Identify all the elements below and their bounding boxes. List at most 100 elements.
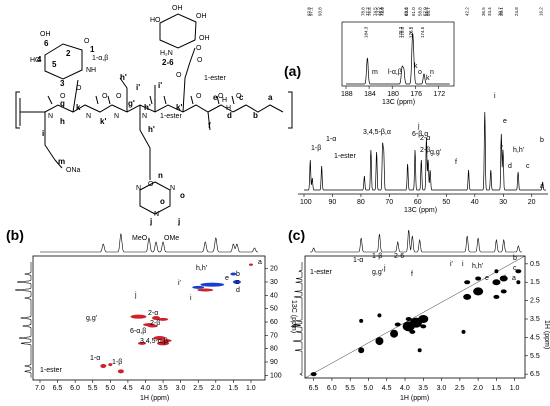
panel-b-xtick-label: 5.0 [105,385,115,392]
panel-c-xtick-label: 6.5 [309,385,319,392]
structure-letter: i' [158,81,162,90]
panel-a-shift-value: 93.8 [318,7,323,16]
panel-b-peak-label: 1-α [90,355,100,362]
atom-label: O [84,38,90,45]
structure-letter: h [60,117,65,126]
panel-c-peak-label: a [512,275,516,282]
structure-letter: m [58,157,65,166]
panel-c-peak-label: i [462,261,464,268]
panel-b-peak-label: h,h' [196,265,207,272]
panel-b-cross-peak [108,363,113,367]
side-chains [44,47,211,180]
panel-b-cross-peak [197,288,214,292]
panel-c-xtick-label: 5.0 [363,385,373,392]
structure-tag: H [222,97,227,104]
panel-a-peak-label: j [417,123,420,130]
ring-number: 2 [66,49,71,58]
panel-c-cross-peak [375,337,384,346]
panel-b-cross-peak [230,272,237,276]
panel-a-shift-value: 34.4 [487,7,492,16]
panel-c-peak-label: h,h' [472,263,483,270]
panel-a-xtick-label: 60 [414,199,422,206]
structure-letter: f [208,121,211,130]
atom-label: H₂N [160,50,173,57]
atom-label: OH [199,35,210,42]
panel-c-peak-label: 2-6 [394,253,404,260]
panel-a-shift-value: 63.5 [404,7,409,16]
carbonyls [47,95,235,105]
panel-b-xtick-label: 5.5 [88,385,98,392]
panel-a-shift-value: 24.8 [514,7,519,16]
structure-tag: N [48,113,53,120]
panel-b-plot-frame [32,255,266,381]
panel-a-xtick-label: 90 [328,199,336,206]
panel-a-inset-shift: 184.3 [363,26,368,38]
structure-tag: N [142,113,147,120]
panel-a-peak-label: b [540,137,544,144]
panel-a-peak-label: i' [500,145,503,152]
structure-letter: k' [100,117,106,126]
atom-label: HO [30,57,41,64]
ring-number: 2-6 [162,58,174,67]
panel-c-cross-peak [475,276,482,281]
structure-tag: ONa [66,167,81,174]
panel-b-ytick-label: 60 [270,319,278,326]
ring-number: 3 [60,79,65,88]
ring-number: 4 [37,55,42,64]
structure-letter: g' [128,99,135,108]
panel-c-xtick-label: 1.5 [491,385,501,392]
panel-c-cross-peak [499,275,508,282]
structure-letter: d [227,111,232,120]
panel-c-cross-peak [310,372,317,377]
panel-a-xtick-label: 30 [499,199,507,206]
panel-a-peak-label: 2-β [420,147,430,154]
panel-b-ytick-label: 20 [270,266,278,273]
panel-b-ytick-label: 80 [270,346,278,353]
panel-c-cross-peak [394,322,401,327]
panel-a-xtick-label: 50 [442,199,450,206]
structure-letter: h' [144,103,151,112]
structure-tag: MeO [132,235,148,242]
panel-a-xtick-label: 100 [300,199,312,206]
panel-c-ylabel: 1H (ppm) [543,320,550,349]
polymer-backbone [19,98,284,126]
atom-label: NH [86,67,96,74]
structure-tag: N [86,113,91,120]
panel-a-inset-peak-label: m [372,69,378,76]
panel-a-shift-value: 72.4 [379,7,384,16]
structure-letter: i' [136,83,140,92]
panel-a-inset-xlabel: 13C (ppm) [382,99,415,106]
structure-tag: N [154,211,159,218]
panel-a-shift-value: 36.5 [481,7,486,16]
panel-c-xlabel: 1H (ppm) [400,395,429,402]
panel-c-cross-peak [358,347,365,354]
panel-a-inset-frame [341,21,455,87]
panel-b-cross-peak [158,317,169,321]
panel-a-peak-label: c [526,163,530,170]
panel-a-inset-tick-label: 180 [387,91,399,98]
structure-letter: o [180,191,185,200]
panel-a-peak-label: 1-ester [334,153,356,160]
panel-c-peak-label: g,g' [372,269,383,276]
panel-b-peak-label: d [236,287,240,294]
atom-label: O [197,57,203,64]
ring-number: 6 [44,39,49,48]
panel-b-ytick-label: 30 [270,279,278,286]
ring-number: 1 [90,45,95,54]
panel-a-shift-value: 16.2 [539,7,544,16]
panel-b-peak-label: j [134,292,137,299]
panel-a-xtick-label: 80 [357,199,365,206]
panel-b-cross-peak [157,341,170,346]
panel-c-xtick-label: 2.5 [455,385,465,392]
structure-tag: H [226,105,231,112]
structure-tag: N [114,113,119,120]
structure-letter: h' [148,125,155,134]
triazine-ring [139,181,171,215]
panel-a-shift-value: 30.1 [499,7,504,16]
structure-tag: O [116,93,122,100]
panel-b-xtick-label: 1.5 [228,385,238,392]
panel-c-xtick-label: 3.5 [418,385,428,392]
panel-c-peak-label: c [513,265,517,272]
panel-c-ytick-label: 2.5 [530,298,540,305]
